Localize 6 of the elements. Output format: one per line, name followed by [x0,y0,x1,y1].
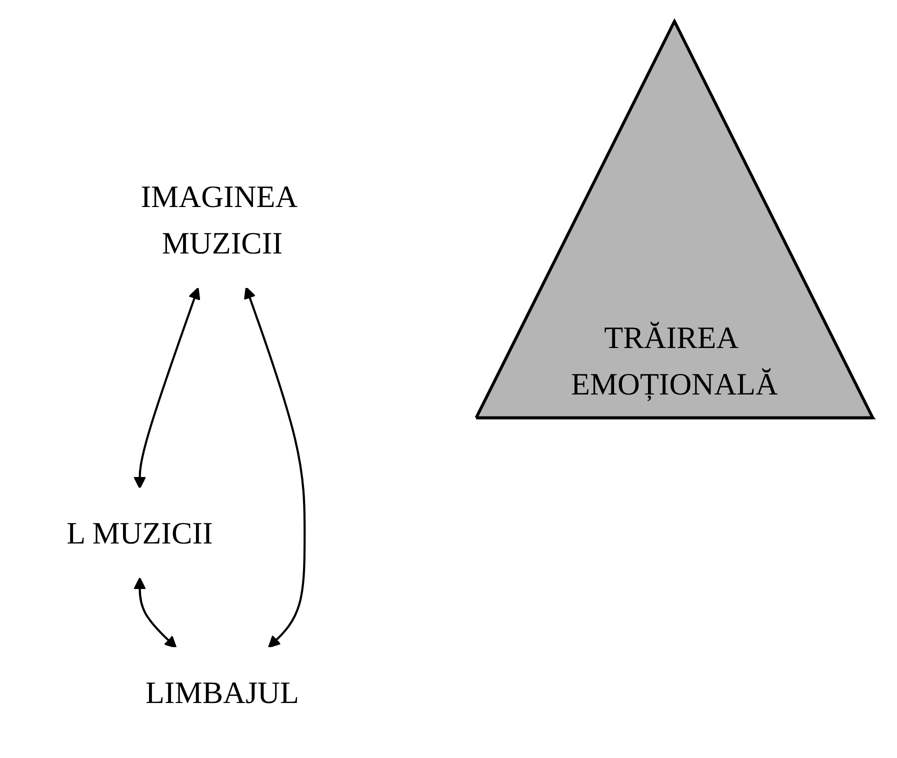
arrow [134,577,177,648]
node-text: IMAGINEA MUZICII [140,178,296,260]
arrow [134,287,200,489]
arrow [244,286,306,648]
node-text: LIMBAJUL [145,674,299,710]
node-text: L MUZICII [66,515,213,550]
